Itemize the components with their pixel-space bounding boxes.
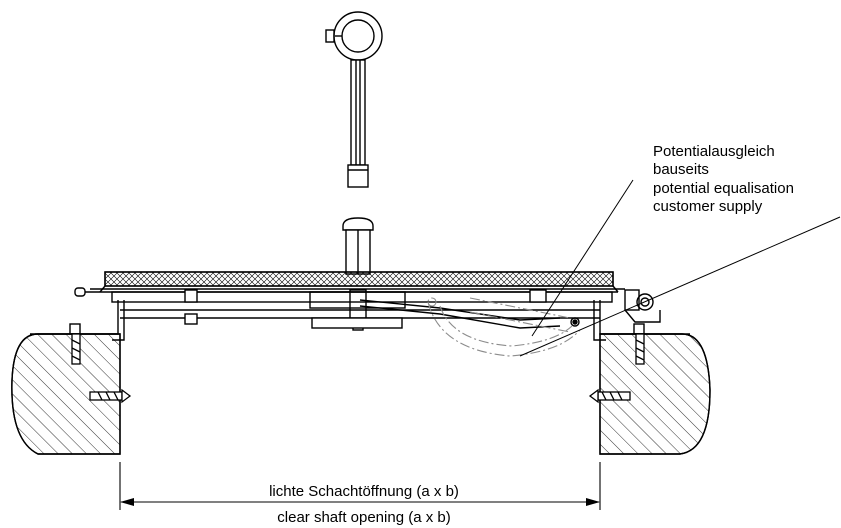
lid xyxy=(74,271,661,329)
potential-equalisation-en-line2: customer supply xyxy=(653,198,763,215)
key-ring-tab xyxy=(325,29,335,43)
shaft-opening-label-en: clear shaft opening (a x b) xyxy=(277,509,451,526)
lid-top-plate xyxy=(104,271,614,287)
horizontal-anchors xyxy=(89,388,631,404)
key-shaft xyxy=(350,59,366,166)
right-wall xyxy=(599,333,711,455)
lid-handle-left xyxy=(74,287,86,297)
vertical-anchors xyxy=(71,333,645,365)
key-tip xyxy=(347,164,369,188)
left-wall xyxy=(11,333,121,455)
key xyxy=(325,11,383,188)
key-ring-inner xyxy=(341,19,375,53)
potential-equalisation-de-line1: Potentialausgleich xyxy=(653,143,775,160)
potential-equalisation-en-line1: potential equalisation xyxy=(653,180,794,197)
hidden-lines xyxy=(427,297,581,357)
potential-equalisation-de-line2: bauseits xyxy=(653,161,709,178)
leader-lines xyxy=(519,179,841,357)
shaft-opening-label-de: lichte Schachtöffnung (a x b) xyxy=(269,483,459,500)
dimension-line xyxy=(119,462,601,510)
